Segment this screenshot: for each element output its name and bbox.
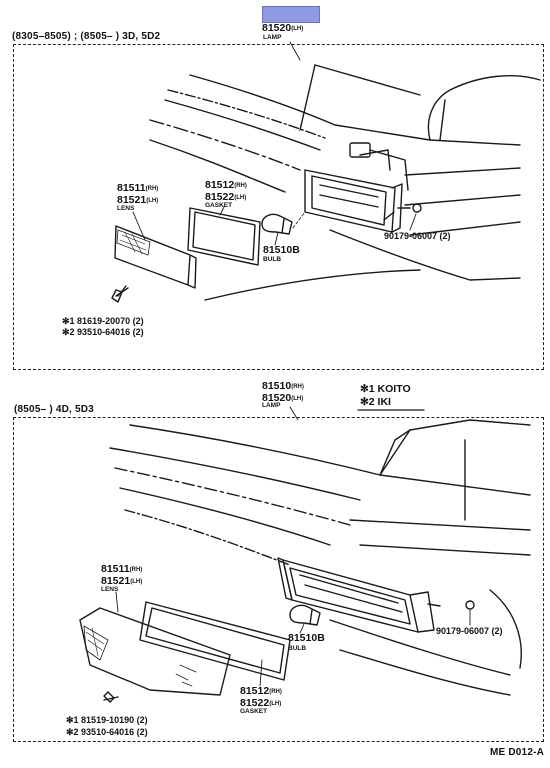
legend-iki: ✻2 IKI [360,396,391,408]
top-bulb-part-number: 81510B [263,244,300,256]
top-screw [111,285,129,303]
bottom-lens-part-numbers: 81511(RH) 81521(LH) [101,563,143,587]
bottom-gasket [139,601,291,681]
bottom-lamp-label: LAMP [262,402,281,409]
bottom-section-frame [13,417,544,742]
top-car-body [149,64,541,301]
bottom-lamp-housing [277,557,475,633]
bottom-screw [103,691,119,703]
top-gasket [187,207,261,266]
bottom-car-body [109,419,531,696]
top-note-1: ✻1 81619-20070 (2) [62,316,144,326]
highlight-tab [262,6,320,23]
top-lens [114,225,197,289]
top-lamp-housing [304,142,422,233]
top-bulb-label: BULB [263,256,282,263]
top-note-2: ✻2 93510-64016 (2) [62,327,144,337]
top-section-frame [13,44,544,370]
bottom-screw-part-number: 90179-06007 (2) [436,626,503,636]
top-bulb [261,211,306,235]
bottom-gasket-label: GASKET [240,708,268,715]
bottom-section-header: (8505– ) 4D, 5D3 [14,404,94,415]
bottom-note-2: ✻2 93510-64016 (2) [66,727,148,737]
top-gasket-part-numbers: 81512(RH) 81522(LH) [205,179,247,203]
bottom-bulb [289,604,321,626]
bottom-bulb-part-number: 81510B [288,632,325,644]
top-screw-part-number: 90179-06007 (2) [384,231,451,241]
bottom-lens [79,607,231,696]
bottom-leader-lines [115,406,471,687]
top-gasket-label: GASKET [205,202,233,209]
top-lens-part-numbers: 81511(RH) 81521(LH) [117,182,159,206]
top-lamp-label: LAMP [263,34,282,41]
legend-koito: ✻1 KOITO [360,383,411,395]
bottom-gasket-part-numbers: 81512(RH) 81522(LH) [240,685,282,709]
bottom-lens-label: LENS [101,586,119,593]
figure-code: ME D012-A [490,747,545,758]
bottom-lamp-part-numbers: 81510(RH) 81520(LH) [262,380,304,404]
top-section-header: (8305–8505) ; (8505– ) 3D, 5D2 [12,31,161,42]
bottom-bulb-label: BULB [288,645,307,652]
top-lamp-part-number: 81520(LH) [262,22,304,34]
bottom-note-1: ✻1 81519-10190 (2) [66,715,148,725]
top-lens-label: LENS [117,205,135,212]
top-leader-lines [132,41,417,246]
